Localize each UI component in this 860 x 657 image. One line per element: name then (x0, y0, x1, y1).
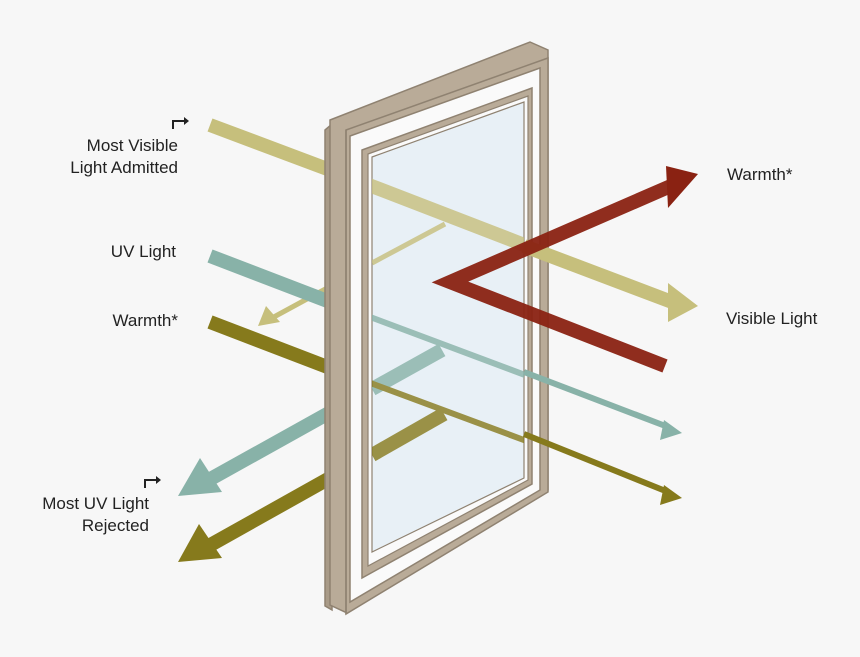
uv-light-arrowhead (660, 420, 682, 440)
label-visible-light: Visible Light (726, 309, 818, 328)
warmth-reflected-arrowhead (178, 524, 222, 562)
rays-front (431, 166, 698, 505)
label-warmth-right: Warmth* (727, 165, 793, 184)
corner-arrow-icon (172, 117, 189, 129)
uv-light-ray-in (207, 249, 333, 309)
window-frame (324, 41, 549, 616)
uv-light-reflected-arrowhead (178, 458, 222, 496)
corner-arrow-icon (144, 476, 161, 488)
label-uv-light: UV Light (110, 242, 176, 261)
visible-light-arrowhead (668, 283, 698, 322)
label-warmth-left: Warmth* (112, 311, 179, 330)
warmth-interior-ray (431, 175, 683, 373)
rays-through-glass (372, 163, 524, 501)
uv-light-ray-out (522, 369, 670, 430)
label-most-uv-light-rejected: Most UV Light Rejected (42, 494, 149, 535)
visible-light-ray-in (207, 118, 333, 177)
warmth-ray-out (522, 431, 670, 495)
visible-light-ray-out (521, 239, 675, 309)
label-most-visible-light-admitted: Most Visible Light Admitted (70, 136, 178, 177)
warmth-interior-arrowhead (666, 166, 698, 208)
warmth-ray-in (207, 315, 333, 375)
warmth-arrowhead (660, 485, 682, 505)
visible-light-reflected-arrowhead (258, 306, 280, 326)
